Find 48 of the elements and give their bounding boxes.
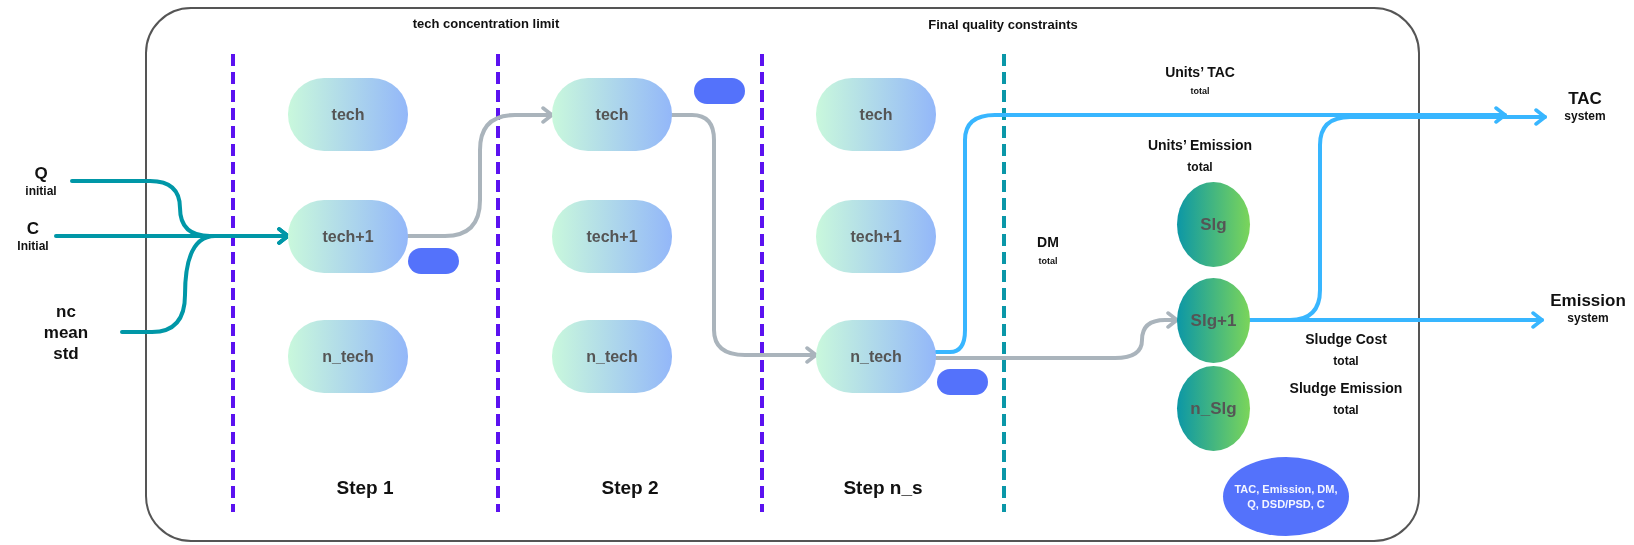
node-text: Slg+1 [1190, 310, 1237, 331]
node-text: n_tech [850, 347, 902, 366]
input-output-name: nc mean std [42, 300, 90, 364]
annotation-text: tech concentration limit [412, 15, 560, 31]
flow-arrow [670, 113, 818, 364]
summary-text: TAC, Emission, DM, Q, DSD/PSD, C [1233, 481, 1339, 512]
annotation-text: total [1190, 86, 1210, 96]
annotation-text: Step n_s [843, 477, 923, 499]
annotation-text: total [1038, 256, 1058, 266]
flow-arrow [406, 106, 554, 238]
node-text: tech+1 [322, 227, 374, 246]
node-text: n_tech [322, 347, 374, 366]
input-output-name: TAC [1568, 88, 1602, 109]
input-output-note: Initial [17, 239, 49, 254]
flow-arrow [120, 227, 290, 334]
input-output-note: initial [25, 184, 57, 199]
annotation-text: Units’ TAC [1165, 64, 1235, 80]
node-text: n_Slg [1190, 398, 1237, 419]
flow-arrow [1248, 311, 1544, 329]
annotation-text: total [1187, 160, 1213, 174]
annotation-text: Final quality constraints [928, 16, 1078, 32]
tag-pill [937, 369, 988, 395]
flow-arrow [934, 106, 1507, 354]
node-text: tech+1 [586, 227, 638, 246]
annotation-text: Sludge Emission [1289, 380, 1403, 396]
input-output-note: system [1567, 311, 1609, 326]
node-text: tech [595, 105, 629, 124]
input-output-name: C [26, 218, 40, 239]
node-text: n_tech [586, 347, 638, 366]
technology-pill [816, 320, 936, 393]
annotation-text: Units’ Emission [1147, 137, 1253, 153]
input-output-note: system [1564, 109, 1606, 124]
tag-pill [694, 78, 745, 104]
annotation-text: DM [1037, 234, 1059, 250]
input-output-name: Emission [1550, 290, 1626, 311]
technology-pill [288, 200, 408, 273]
annotation-text: Step 1 [336, 477, 394, 499]
annotation-text: total [1333, 403, 1359, 417]
node-text: tech [331, 105, 365, 124]
node-text: tech+1 [850, 227, 902, 246]
flow-arrow [934, 311, 1179, 360]
annotation-text: Sludge Cost [1305, 331, 1387, 347]
tag-pill [408, 248, 459, 274]
node-text: Slg [1200, 214, 1227, 235]
node-text: tech [859, 105, 893, 124]
input-output-name: Q [34, 163, 48, 184]
annotation-text: total [1333, 354, 1359, 368]
annotation-text: Step 2 [601, 477, 659, 499]
